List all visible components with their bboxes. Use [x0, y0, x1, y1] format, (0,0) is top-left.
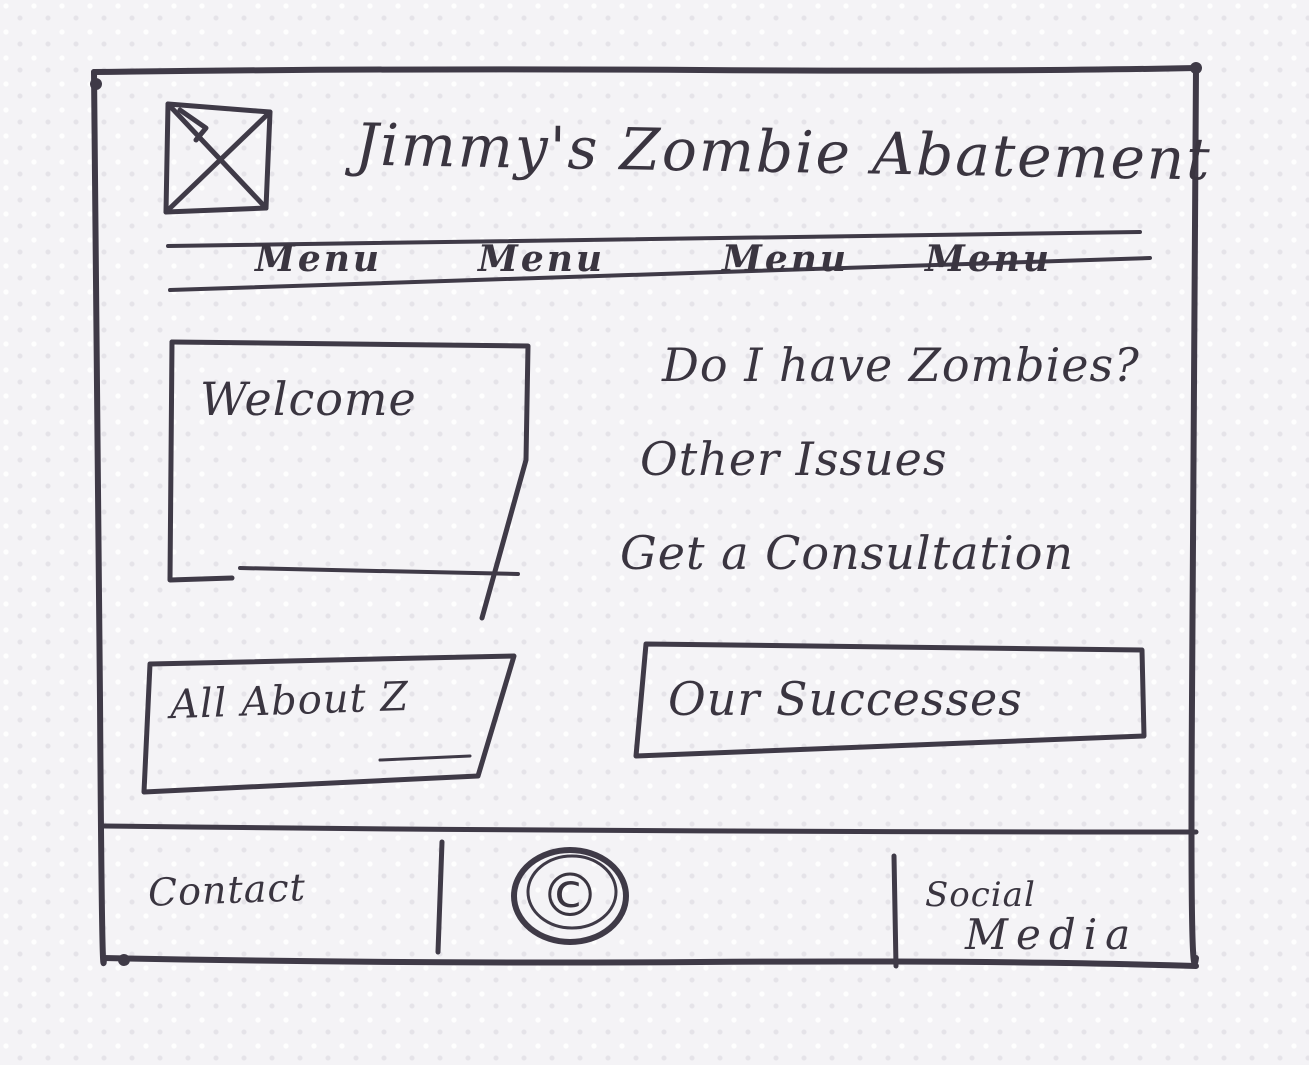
footer-social-media-link[interactable]: Social Media [925, 875, 1155, 959]
link-get-consultation[interactable]: Get a Consultation [620, 526, 1075, 580]
social-line-2: Media [965, 910, 1139, 959]
logo-placeholder-icon [163, 101, 273, 215]
footer-divider [101, 823, 1199, 835]
frame-top-line [91, 65, 1199, 75]
nav-menu-item[interactable]: Menu [255, 238, 383, 280]
welcome-heading: Welcome [200, 372, 417, 426]
about-box-outline [141, 653, 517, 795]
footer-column-divider [435, 839, 445, 955]
nav-top-line [166, 230, 1142, 248]
frame-left-line [91, 69, 107, 967]
welcome-box-outline [169, 339, 531, 621]
about-button[interactable]: All About Z [169, 673, 410, 729]
nav-bottom-line [168, 256, 1152, 292]
nav-menu-item[interactable]: Menu [722, 238, 850, 280]
nav-menu-item[interactable]: Menu [478, 238, 606, 280]
link-other-issues[interactable]: Other Issues [640, 432, 948, 486]
frame-corner-dot [1190, 62, 1202, 74]
footer-contact-link[interactable]: Contact [147, 865, 307, 915]
welcome-box-outline [238, 566, 520, 576]
successes-button[interactable]: Our Successes [668, 672, 1023, 726]
successes-box-outline [633, 641, 1147, 759]
nav-menu-item[interactable]: Menu [925, 238, 1053, 280]
link-do-i-have-zombies[interactable]: Do I have Zombies? [662, 338, 1140, 392]
social-line-1: Social [925, 875, 1036, 915]
frame-right-line [1188, 65, 1199, 967]
frame-corner-dot [90, 78, 102, 90]
copyright-symbol: © [540, 861, 600, 931]
copyright-icon [511, 847, 629, 945]
frame-bottom-line [101, 955, 1199, 969]
frame-corner-dot [118, 954, 130, 966]
welcome-box-outline [167, 339, 235, 583]
about-box-outline [378, 754, 472, 762]
footer-column-divider [891, 853, 899, 969]
